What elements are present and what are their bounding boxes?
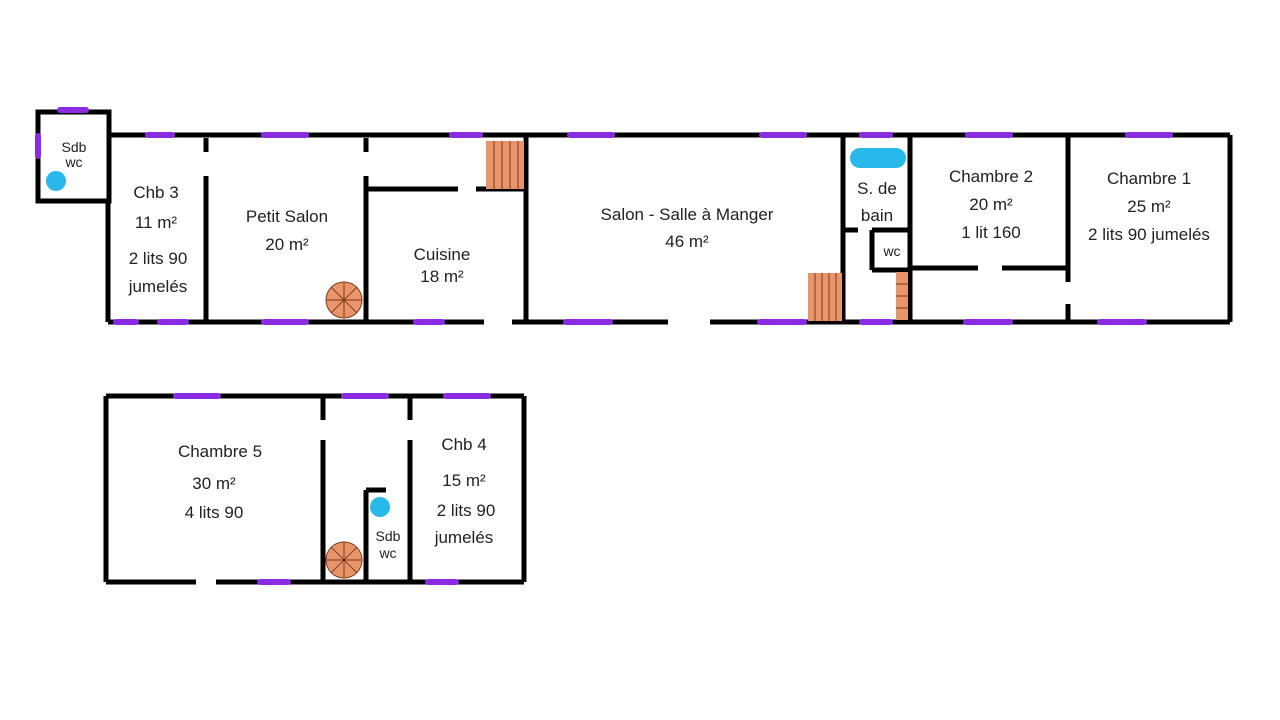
stairs-bath [896, 272, 908, 320]
room-label: Sdb [62, 139, 87, 155]
lower-windows [173, 393, 491, 585]
room-beds: 2 lits 90 [129, 249, 188, 268]
room-label: wc [882, 243, 900, 259]
stairs-cuisine [486, 141, 524, 189]
room-area: 30 m² [192, 474, 236, 493]
spiral-staircase [325, 281, 363, 319]
bathtub [850, 148, 906, 168]
room-label: Sdb [376, 528, 401, 544]
room-area: 20 m² [265, 235, 309, 254]
room-beds: jumelés [434, 528, 494, 547]
room-area: 46 m² [665, 232, 709, 251]
room-beds: 4 lits 90 [185, 503, 244, 522]
room-label: Petit Salon [246, 207, 328, 226]
room-label: Chambre 5 [178, 442, 262, 461]
room-label: bain [861, 206, 893, 225]
room-label: Salon - Salle à Manger [601, 205, 774, 224]
room-label: S. de [857, 179, 897, 198]
room-label: Chambre 1 [1107, 169, 1191, 188]
room-beds: 1 lit 160 [961, 223, 1021, 242]
room-label: wc [64, 154, 82, 170]
room-label: Cuisine [414, 245, 471, 264]
room-label: Chb 4 [441, 435, 486, 454]
room-label: Chambre 2 [949, 167, 1033, 186]
shower-fixture [46, 171, 66, 191]
room-area: 20 m² [969, 195, 1013, 214]
spiral-staircase [325, 541, 363, 579]
shower-fixture [370, 497, 390, 517]
room-area: 11 m² [135, 213, 178, 232]
room-area: 15 m² [442, 471, 486, 490]
room-beds: 2 lits 90 jumelés [1088, 225, 1210, 244]
room-label: wc [378, 545, 396, 561]
upper-windows [35, 107, 1173, 325]
stairs-salon [808, 273, 842, 321]
room-area: 18 m² [420, 267, 464, 286]
room-beds: 2 lits 90 [437, 501, 496, 520]
room-beds: jumelés [128, 277, 188, 296]
room-label: Chb 3 [133, 183, 178, 202]
room-area: 25 m² [1127, 197, 1171, 216]
